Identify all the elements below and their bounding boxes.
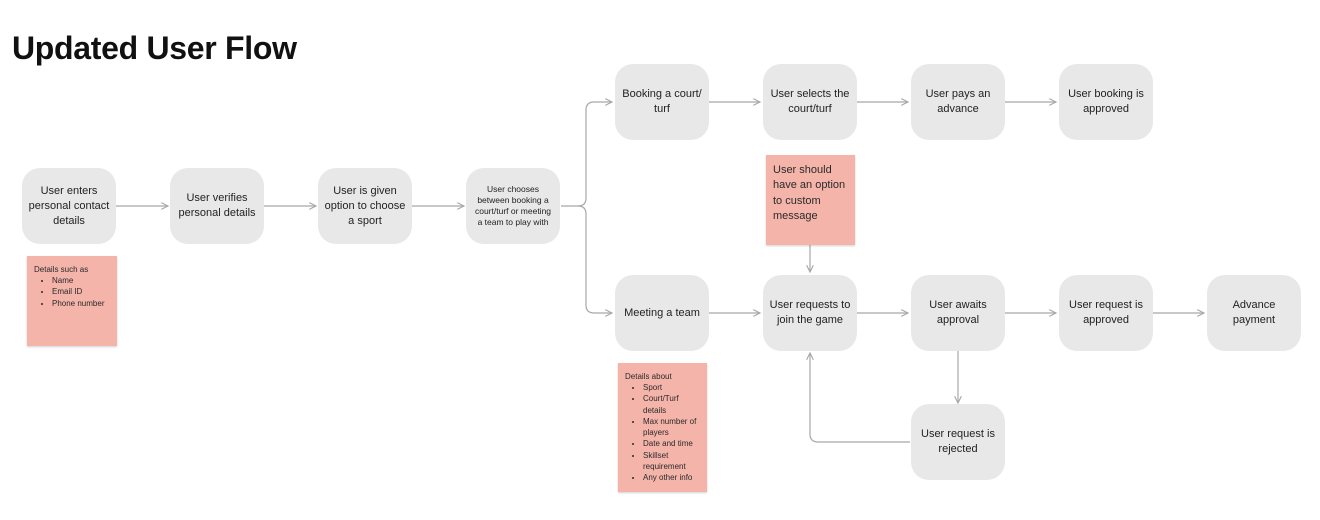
note-contact-item: Name — [52, 275, 110, 286]
node-booking-approved: User booking is approved — [1059, 64, 1153, 140]
note-contact-title: Details such as — [34, 265, 89, 274]
node-choose-sport: User is given option to choose a sport — [318, 168, 412, 244]
note-team-list: Sport Court/Turf details Max number of p… — [625, 382, 700, 484]
node-enter-details: User enters personal contact details — [22, 168, 116, 244]
node-request-join: User requests to join the game — [763, 275, 857, 351]
arrow-choose-to-meeting — [577, 205, 612, 313]
node-request-rejected: User request is rejected — [911, 404, 1005, 480]
node-select-court: User selects the court/turf — [763, 64, 857, 140]
node-booking-court: Booking a court/ turf — [615, 64, 709, 140]
node-verify-details: User verifies personal details — [170, 168, 264, 244]
note-team-item: Sport — [643, 382, 700, 393]
node-pay-advance: User pays an advance — [911, 64, 1005, 140]
note-team-item: Court/Turf details — [643, 393, 700, 416]
note-contact-item: Phone number — [52, 298, 110, 309]
arrow-choose-to-booking — [561, 102, 612, 207]
note-contact-details: Details such as Name Email ID Phone numb… — [27, 256, 117, 346]
note-team-item: Skillset requirement — [643, 450, 700, 473]
note-custom-message: User should have an option to custom mes… — [766, 155, 855, 245]
note-contact-item: Email ID — [52, 286, 110, 297]
note-team-title: Details about — [625, 372, 672, 381]
node-choose-between: User chooses between booking a court/tur… — [466, 168, 560, 244]
note-custom-message-text: User should have an option to custom mes… — [773, 164, 846, 222]
node-meeting-team: Meeting a team — [615, 275, 709, 351]
arrow-rejected-to-request — [810, 353, 910, 443]
node-request-approved: User request is approved — [1059, 275, 1153, 351]
note-team-item: Date and time — [643, 438, 700, 449]
node-advance-payment: Advance payment — [1207, 275, 1301, 351]
note-team-item: Any other info — [643, 472, 700, 483]
page-title: Updated User Flow — [12, 30, 297, 66]
node-await-approval: User awaits approval — [911, 275, 1005, 351]
note-team-details: Details about Sport Court/Turf details M… — [618, 363, 707, 492]
note-team-item: Max number of players — [643, 416, 700, 439]
note-contact-list: Name Email ID Phone number — [34, 275, 110, 309]
